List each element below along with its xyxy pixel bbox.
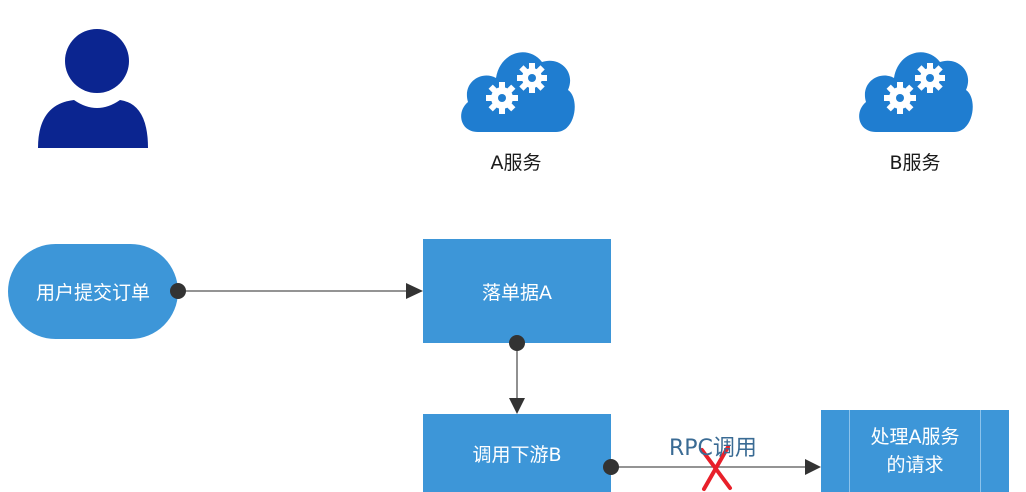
service-a-label: A服务 — [490, 152, 542, 174]
node-submit-order: 用户提交订单 — [8, 244, 178, 339]
edge-rpc-label: RPC调用 — [669, 436, 757, 461]
node-handle-a-line2: 的请求 — [886, 454, 944, 476]
node-call-downstream-b: 调用下游B — [423, 414, 611, 492]
user-icon — [38, 29, 148, 148]
node-handle-a-request: 处理A服务 的请求 — [821, 410, 1009, 492]
subprocess-right-bar — [980, 410, 981, 492]
service-a-cloud-gears-icon — [461, 52, 575, 132]
edge-rpc-call — [603, 459, 821, 475]
edge-submit-to-save — [170, 283, 423, 299]
service-b-cloud-gears-icon — [859, 52, 973, 132]
rpc-failure-x-icon — [700, 445, 732, 491]
edge-save-to-call — [509, 335, 525, 414]
subprocess-left-bar — [849, 410, 850, 492]
node-save-order-a: 落单据A — [423, 239, 611, 343]
node-handle-a-line1: 处理A服务 — [870, 426, 960, 448]
service-b-label: B服务 — [889, 152, 941, 174]
